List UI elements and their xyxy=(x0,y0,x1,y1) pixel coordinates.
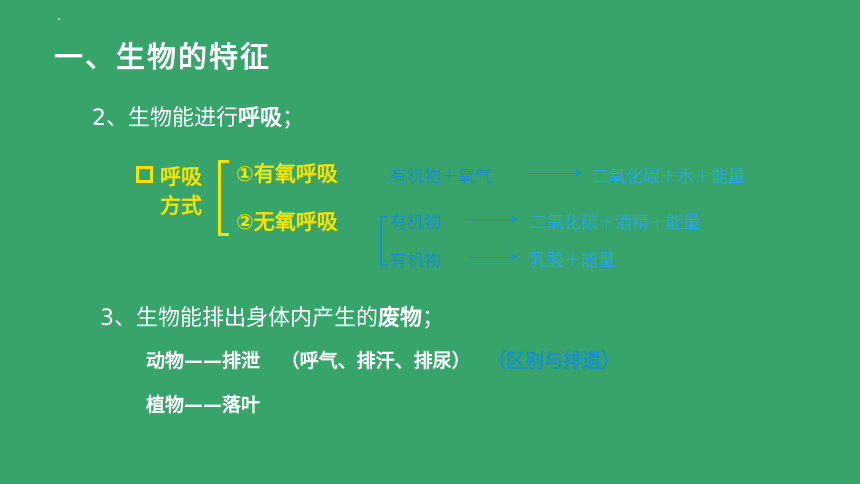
section-respiration-heading: 2、生物能进行呼吸； xyxy=(92,100,304,132)
section-excretion-keyword: 废物 xyxy=(378,306,423,331)
anaerobic-1-arrow xyxy=(466,216,518,222)
anaerobic-bracket xyxy=(380,216,388,266)
section-respiration-suffix: ； xyxy=(282,106,305,131)
section-excretion-suffix: ； xyxy=(422,306,445,331)
resp-label-line1: 呼吸 xyxy=(160,165,202,189)
animal-line-detail: （呼气、排汗、排尿） xyxy=(280,350,471,372)
section-excretion-heading: 3、生物能排出身体内产生的废物； xyxy=(100,300,444,332)
page-title: 一、生物的特征 xyxy=(54,40,272,74)
anaerobic-1-products: 二氧化碳＋酒精＋能量 xyxy=(530,213,700,233)
anaerobic-label: ②无氧呼吸 xyxy=(236,210,338,234)
resp-label-line2: 方式 xyxy=(160,194,202,218)
left-bracket xyxy=(218,160,229,236)
aerobic-label: ①有氧呼吸 xyxy=(236,162,338,186)
anaerobic-2-arrow xyxy=(466,254,518,260)
anaerobic-2-products: 乳酸＋能量 xyxy=(530,251,615,271)
decorative-dot xyxy=(58,18,60,20)
aerobic-reactants: 有机物＋氧气 xyxy=(390,167,492,187)
aerobic-products: 二氧化碳＋水＋能量 xyxy=(592,167,745,187)
animal-line-text: 动物——排泄 xyxy=(146,350,261,372)
animal-line: 动物——排泄 （呼气、排汗、排尿） （区别与排遗） xyxy=(146,346,620,373)
animal-line-note: （区别与排遗） xyxy=(487,350,621,372)
section-excretion-prefix: 3、生物能排出身体内产生的 xyxy=(100,306,378,331)
square-bullet-icon xyxy=(136,166,153,183)
anaerobic-1-reactant: 有机物 xyxy=(390,213,441,233)
plant-line: 植物——落叶 xyxy=(146,394,261,416)
aerobic-arrow xyxy=(528,170,582,176)
section-respiration-keyword: 呼吸 xyxy=(238,106,283,131)
anaerobic-2-reactant: 有机物 xyxy=(390,251,441,271)
section-respiration-prefix: 2、生物能进行 xyxy=(92,106,238,131)
